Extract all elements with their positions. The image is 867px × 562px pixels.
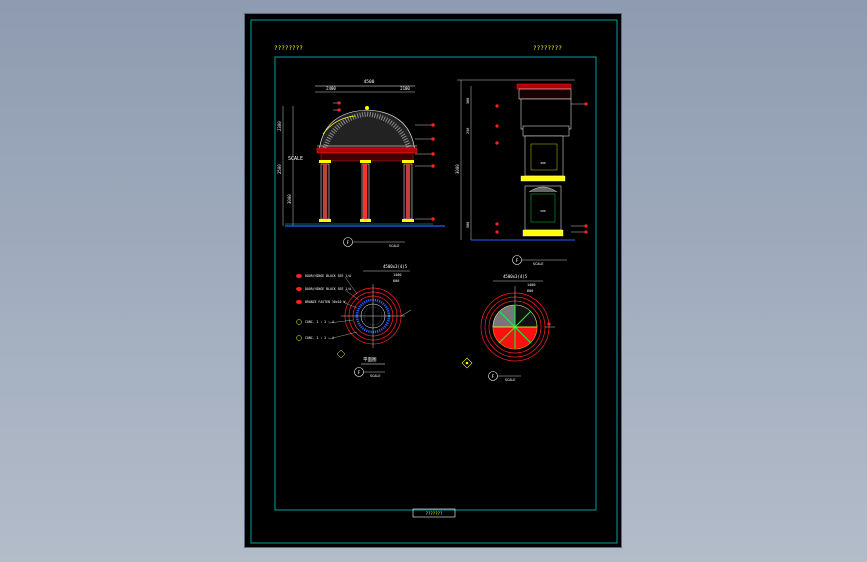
col-total-dim: 3000 <box>455 164 460 174</box>
outer-frame <box>250 19 618 544</box>
elev-sub-dim-2: 2100 <box>400 86 410 91</box>
inner-frame <box>274 56 597 511</box>
plan-left-note-2: DOOR/HINGE BLOCK SEE 1/A <box>305 287 351 291</box>
elev-scale-label: SCALE <box>288 156 303 162</box>
title-block <box>412 508 456 518</box>
svg-text:500: 500 <box>540 209 546 213</box>
column-base <box>524 185 562 231</box>
elevation-view: 4500 2400 2100 2300 2500 3000 SCALE <box>277 79 445 248</box>
svg-text:500: 500 <box>466 222 470 228</box>
plan-left-outer-dim: 4500x3(4)5 <box>383 264 408 269</box>
plan-right-caption-marker <box>488 371 498 381</box>
plan-right-caption-scale: SCALE <box>505 378 516 382</box>
column-shaft <box>524 135 564 177</box>
header-left: ???????? <box>274 45 303 52</box>
header-right: ???????? <box>533 45 562 52</box>
elev-left-dim-3: 3000 <box>287 194 292 204</box>
plan-right-view: 4500x3(4)5 1400 600 F SCALE <box>461 274 555 382</box>
elev-top-dim: 4500 <box>364 79 375 85</box>
plan-left-note-3: BRONZE FASTEN 30x10 W. <box>305 300 347 304</box>
plan-left-view: 4500x3(4)5 1400 600 DOOR/HINGE BLOCK SEE… <box>296 264 412 378</box>
svg-text:400: 400 <box>540 161 546 165</box>
col-caption-marker <box>512 255 522 265</box>
entablature <box>316 147 418 154</box>
svg-text:F: F <box>358 370 361 376</box>
svg-text:F: F <box>516 258 519 264</box>
plan-left-caption-scale: SCALE <box>370 374 381 378</box>
plan-right-outer-dim: 4500x3(4)5 <box>503 274 528 279</box>
plan-left-note-1: DOOR/HINGE BLOCK SEE 1/A <box>305 274 351 278</box>
plan-left-title: 平面图 <box>363 357 377 363</box>
svg-text:600: 600 <box>393 279 399 283</box>
drawing-sheet: ???????? ???????? ??????? 4500 2400 2100… <box>244 13 622 548</box>
elev-caption-marker <box>343 237 353 247</box>
svg-text:300: 300 <box>466 98 470 104</box>
title-block-text: ??????? <box>426 511 443 516</box>
elev-caption-scale: SCALE <box>389 244 400 248</box>
svg-text:1400: 1400 <box>393 273 401 277</box>
svg-text:F: F <box>492 374 495 380</box>
plan-left-note-5: CONC. 1 : 2 : 4 <box>305 336 334 340</box>
column-detail-view: 3000 300 250 500 400 500 F <box>455 79 588 266</box>
plan-left-caption-marker <box>354 367 364 377</box>
finial <box>365 106 369 110</box>
svg-text:F: F <box>347 240 350 246</box>
column-capital <box>522 125 570 137</box>
col-caption-scale: SCALE <box>533 262 544 266</box>
svg-text:1400: 1400 <box>527 283 535 287</box>
cad-drawing: ???????? ???????? ??????? 4500 2400 2100… <box>250 19 618 544</box>
elev-left-dim-1: 2300 <box>277 121 282 131</box>
elev-left-dim-2: 2500 <box>277 164 282 174</box>
svg-text:250: 250 <box>466 128 470 134</box>
svg-text:600: 600 <box>527 289 533 293</box>
elev-sub-dim-1: 2400 <box>326 86 336 91</box>
plan-left-note-4: CONC. 1 : 2 : 4 <box>305 320 334 324</box>
